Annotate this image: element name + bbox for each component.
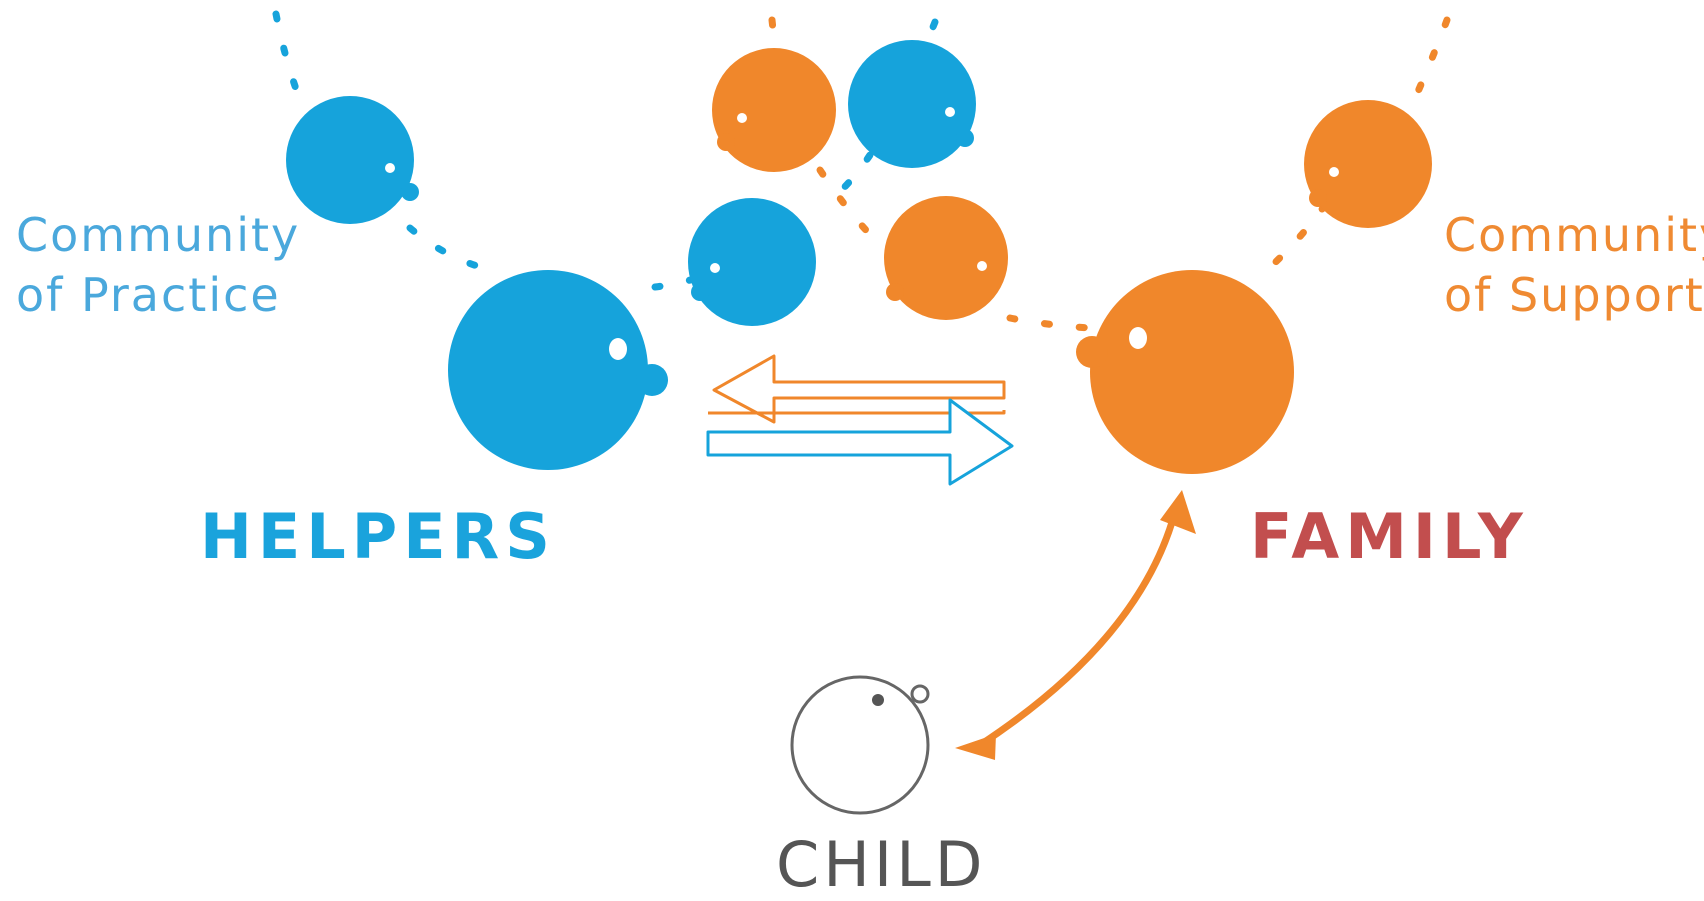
community-of-support-label-line2: of Support [1444, 268, 1704, 322]
child-head [790, 675, 930, 815]
family-label: FAMILY [1250, 500, 1529, 573]
helper-head-top-left [286, 96, 419, 224]
child-eye [872, 694, 884, 706]
community-of-support-label-line1: Community [1444, 208, 1704, 262]
double-arrow-icon [706, 354, 1014, 486]
support-head-middle [884, 196, 1008, 320]
helpers-label: HELPERS [200, 500, 556, 573]
community-of-practice-label-line1: Community [16, 208, 301, 262]
helper-head-large [448, 270, 668, 470]
support-head-top-center [712, 48, 836, 172]
child-label: CHILD [776, 828, 987, 901]
helper-head-top-center [848, 40, 976, 168]
family-head-large [1076, 270, 1294, 474]
support-head-top-right [1304, 100, 1432, 228]
curved-double-arrow-icon [955, 490, 1196, 760]
helper-head-middle [688, 198, 816, 326]
community-of-practice-label-line2: of Practice [16, 268, 281, 322]
